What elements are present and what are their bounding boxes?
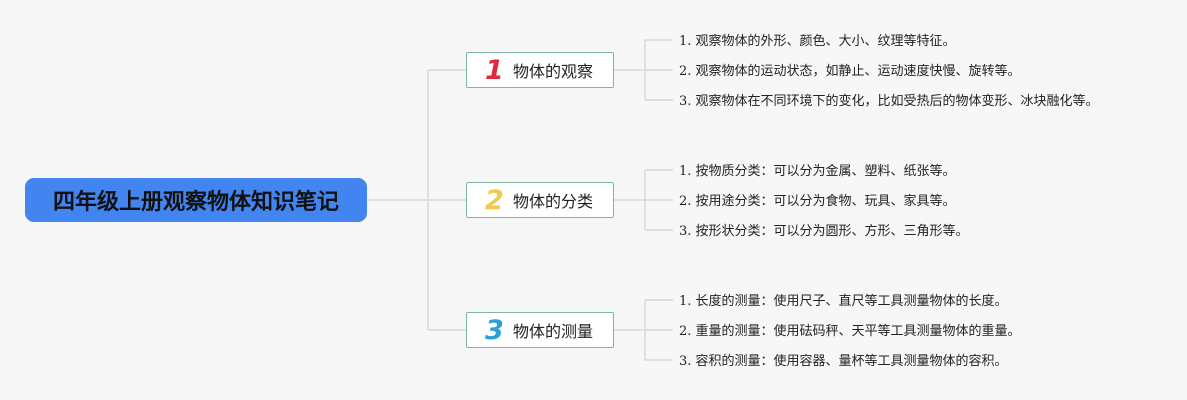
branch-number-badge: 2: [485, 184, 504, 216]
root-node[interactable]: 四年级上册观察物体知识笔记: [25, 178, 367, 222]
branch-label: 物体的分类: [513, 192, 594, 211]
leaf-item[interactable]: 3. 观察物体在不同环境下的变化，比如受热后的物体变形、冰块融化等。: [679, 94, 1099, 109]
root-title: 四年级上册观察物体知识笔记: [52, 190, 339, 215]
leaf-item[interactable]: 1. 按物质分类：可以分为金属、塑料、纸张等。: [679, 164, 956, 179]
branch-number-badge: 1: [485, 54, 504, 86]
branch-label: 物体的测量: [513, 322, 594, 341]
leaf-item[interactable]: 2. 按用途分类：可以分为食物、玩具、家具等。: [679, 194, 956, 209]
branch-node-measurement[interactable]: 3 物体的测量: [466, 312, 614, 348]
leaf-item[interactable]: 2. 观察物体的运动状态，如静止、运动速度快慢、旋转等。: [679, 64, 1021, 79]
branch-node-observation[interactable]: 1 物体的观察: [466, 52, 614, 88]
leaf-item[interactable]: 1. 长度的测量：使用尺子、直尺等工具测量物体的长度。: [679, 294, 1008, 309]
leaf-item[interactable]: 3. 容积的测量：使用容器、量杯等工具测量物体的容积。: [679, 354, 1008, 369]
leaf-item[interactable]: 2. 重量的测量：使用砝码秤、天平等工具测量物体的重量。: [679, 324, 1021, 339]
branch-node-classification[interactable]: 2 物体的分类: [466, 182, 614, 218]
branch-label: 物体的观察: [513, 62, 594, 81]
leaf-item[interactable]: 3. 按形状分类：可以分为圆形、方形、三角形等。: [679, 224, 969, 239]
branch-number-badge: 3: [485, 314, 504, 346]
leaf-item[interactable]: 1. 观察物体的外形、颜色、大小、纹理等特征。: [679, 34, 956, 49]
